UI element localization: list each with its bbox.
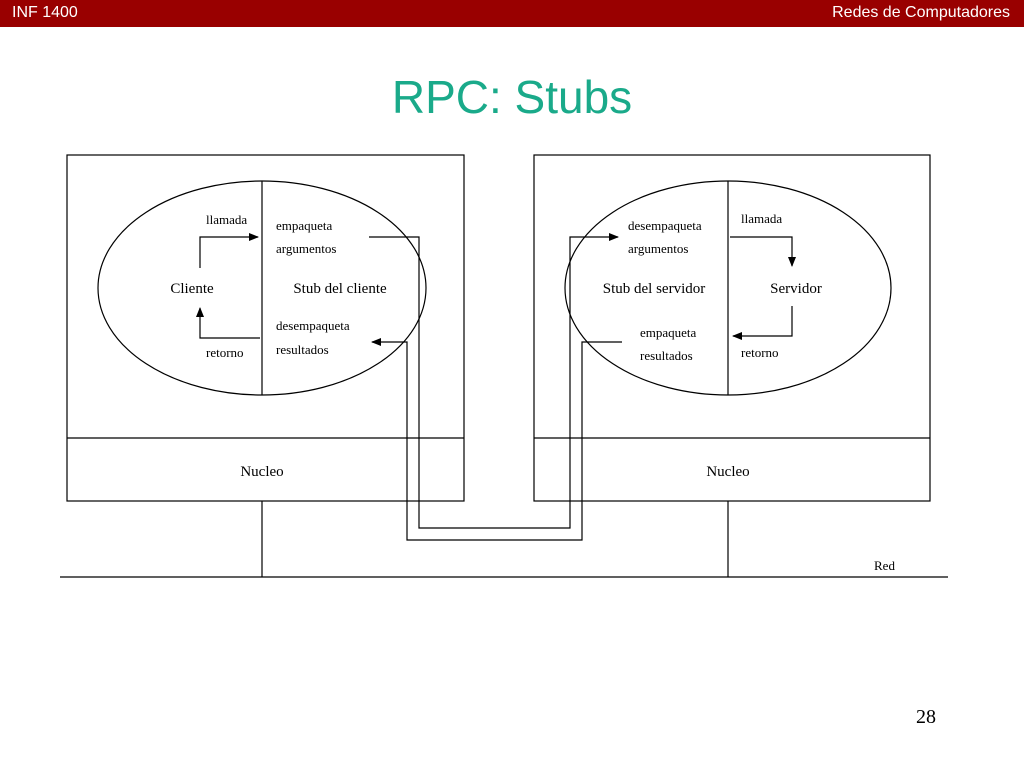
client-call-arrow [199, 233, 259, 268]
client-unpack-line1: desempaqueta [276, 318, 350, 333]
server-pack-line1: empaqueta [640, 325, 697, 340]
server-call-arrow [730, 236, 796, 267]
network-label: Red [874, 558, 895, 573]
client-return-label: retorno [206, 345, 244, 360]
server-unpack-line2: argumentos [628, 241, 688, 256]
server-return-arrow [732, 306, 793, 340]
server-return-label: retorno [741, 345, 779, 360]
reply-message-path [371, 338, 622, 541]
server-stub-label: Stub del servidor [603, 281, 706, 297]
server-unpack-line1: desempaqueta [628, 218, 702, 233]
client-unpack-line2: resultados [276, 342, 329, 357]
client-machine-box [66, 154, 465, 502]
client-process-label: Cliente [170, 281, 214, 297]
client-kernel-label: Nucleo [240, 464, 283, 480]
server-machine-box [533, 154, 931, 502]
client-pack-line2: argumentos [276, 241, 336, 256]
slide-title: RPC: Stubs [391, 71, 633, 123]
server-kernel-label: Nucleo [706, 464, 749, 480]
server-pack-line2: resultados [640, 348, 693, 363]
client-return-arrow [196, 307, 260, 339]
header-bar: INF 1400 Redes de Computadores [0, 0, 1024, 27]
client-stub-label: Stub del cliente [293, 281, 387, 297]
server-process-label: Servidor [770, 281, 822, 297]
header-subject: Redes de Computadores [832, 4, 1010, 21]
client-pack-line1: empaqueta [276, 218, 333, 233]
header-course: INF 1400 [12, 4, 78, 21]
page-number: 28 [916, 706, 936, 728]
client-call-label: llamada [206, 212, 247, 227]
server-call-label: llamada [741, 211, 782, 226]
request-message-path [369, 233, 619, 529]
